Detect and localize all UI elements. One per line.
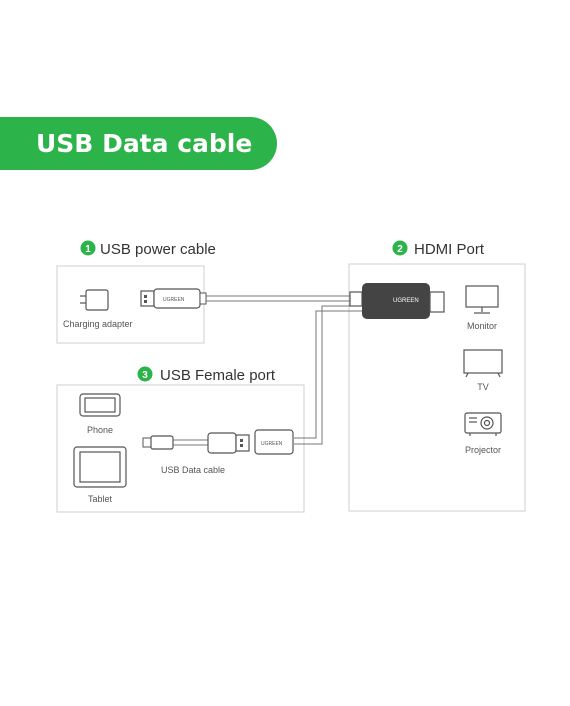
tv-icon xyxy=(463,349,503,378)
usb-power-plug-brand: UGREEN xyxy=(163,297,185,303)
page-title: USB Data cable xyxy=(36,129,253,158)
female-cable-line-2 xyxy=(294,310,362,439)
section-1-header: 1 USB power cable xyxy=(80,240,216,258)
phone-icon xyxy=(79,393,121,417)
projector-icon xyxy=(464,412,502,436)
section-1-badge xyxy=(80,240,96,256)
charging-adapter-label: Charging adapter xyxy=(63,319,133,329)
hdmi-port-box xyxy=(348,263,526,512)
section-2-badge xyxy=(392,240,408,256)
hdmi-connector-brand: UGREEN xyxy=(393,298,419,304)
projector-label: Projector xyxy=(465,445,501,455)
title-banner: USB Data cable xyxy=(0,117,277,170)
charging-adapter-icon xyxy=(80,289,109,311)
usb-female-box xyxy=(56,384,305,513)
section-3-number: 3 xyxy=(142,370,148,381)
usb-female-port-connector xyxy=(254,429,294,455)
female-cable-line xyxy=(294,305,362,445)
tablet-label: Tablet xyxy=(88,494,113,504)
section-2-number: 2 xyxy=(397,244,403,255)
usb-data-cable-icon xyxy=(142,432,250,454)
usb-data-cable-label: USB Data cable xyxy=(161,465,225,475)
section-2-header: 2 HDMI Port xyxy=(392,240,485,258)
section-1-label: USB power cable xyxy=(100,241,216,258)
section-1-number: 1 xyxy=(85,244,91,255)
tv-label: TV xyxy=(477,382,489,392)
monitor-icon xyxy=(465,285,499,314)
section-3-header: 3 USB Female port xyxy=(137,366,276,384)
section-3-badge xyxy=(137,366,153,382)
section-3-label: USB Female port xyxy=(160,367,276,384)
usb-female-port-brand: UGREEN xyxy=(261,441,283,447)
section-2-label: HDMI Port xyxy=(414,241,485,258)
cables xyxy=(205,295,362,445)
usb-power-plug xyxy=(140,288,207,309)
hdmi-connector xyxy=(349,283,445,319)
monitor-label: Monitor xyxy=(467,321,497,331)
phone-label: Phone xyxy=(87,425,113,435)
tablet-icon xyxy=(73,446,127,488)
